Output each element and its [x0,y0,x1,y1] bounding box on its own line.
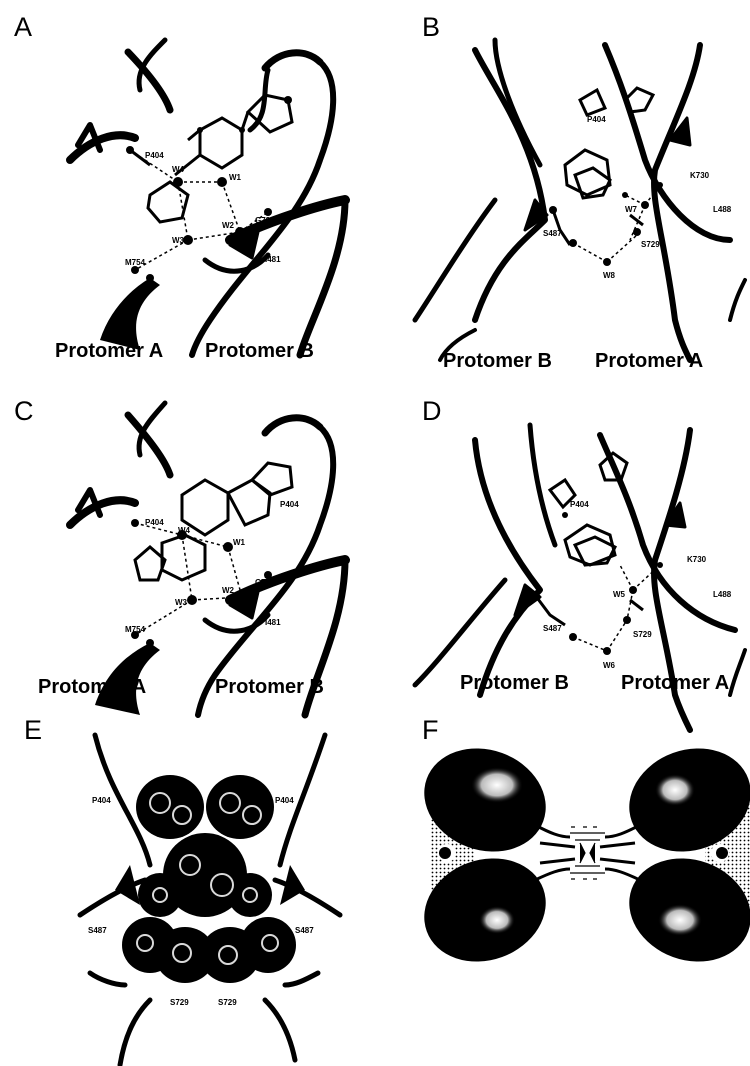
residue-label: W1 [229,173,242,182]
residue-label: S487 [88,926,107,935]
panel-d: D [375,375,750,715]
residue-label: P404 [145,518,164,527]
residue-label: M754 [125,625,146,634]
residue-label: W4 [172,165,185,174]
caption-protomer-b: Protomer B [205,340,314,363]
residue-label: W6 [603,661,616,670]
residue-label: P404 [570,500,589,509]
caption-protomer-b: Protomer B [215,676,324,699]
residue-label: W3 [172,236,185,245]
panel-c: C [0,375,375,715]
residue-label: S487 [295,926,314,935]
residue-label: P404 [275,796,294,805]
residue-label: P404 [587,115,606,124]
residue-label: L488 [713,205,732,214]
panel-f-schematic [375,715,750,1066]
caption-protomer-a: Protomer A [621,672,729,695]
residue-label: I481 [265,255,281,264]
panel-a: A [0,0,375,375]
interface-core [570,827,605,879]
residue-label: P404 [280,500,299,509]
panel-e: E [0,715,375,1066]
residue-label: G731 [255,578,275,587]
residue-label: W7 [625,205,638,214]
panel-b-structure: P404 K730 W7 L488 S487 S729 W8 [375,0,750,375]
residue-label: L488 [713,590,732,599]
residue-label: W4 [178,526,191,535]
panel-e-spacefill: P404 P404 S487 S487 S729 S729 [0,715,375,1066]
residue-label: M754 [125,258,146,267]
residue-label: S729 [170,998,189,1007]
residue-label: G731 [255,216,275,225]
residue-label: S487 [543,624,562,633]
residue-label: S487 [543,229,562,238]
residue-label: W2 [222,586,235,595]
panel-b: B [375,0,750,375]
caption-protomer-b: Protomer B [443,350,552,373]
residue-label: S729 [633,630,652,639]
residue-label: W5 [613,590,626,599]
caption-protomer-b: Protomer B [460,672,569,695]
caption-protomer-a: Protomer A [595,350,703,373]
residue-label: W2 [222,221,235,230]
panel-f: F [375,715,750,1066]
caption-protomer-a: Protomer A [38,676,146,699]
residue-label: I481 [265,618,281,627]
residue-label: W8 [603,271,616,280]
residue-label: P404 [145,151,164,160]
panel-c-structure: P404 P404 W4 W1 G731 W3 W2 I481 M754 [0,375,375,715]
residue-label: W1 [233,538,246,547]
residue-label: P404 [92,796,111,805]
residue-label: K730 [687,555,707,564]
residue-label: S729 [641,240,660,249]
residue-label: W3 [175,598,188,607]
residue-label: S729 [218,998,237,1007]
panel-a-structure: P404 W4 W1 G731 W3 W2 M754 I481 [0,0,375,375]
panel-d-structure: P404 K730 W5 L488 S487 S729 W6 [375,375,750,715]
residue-label: K730 [690,171,710,180]
caption-protomer-a: Protomer A [55,340,163,363]
